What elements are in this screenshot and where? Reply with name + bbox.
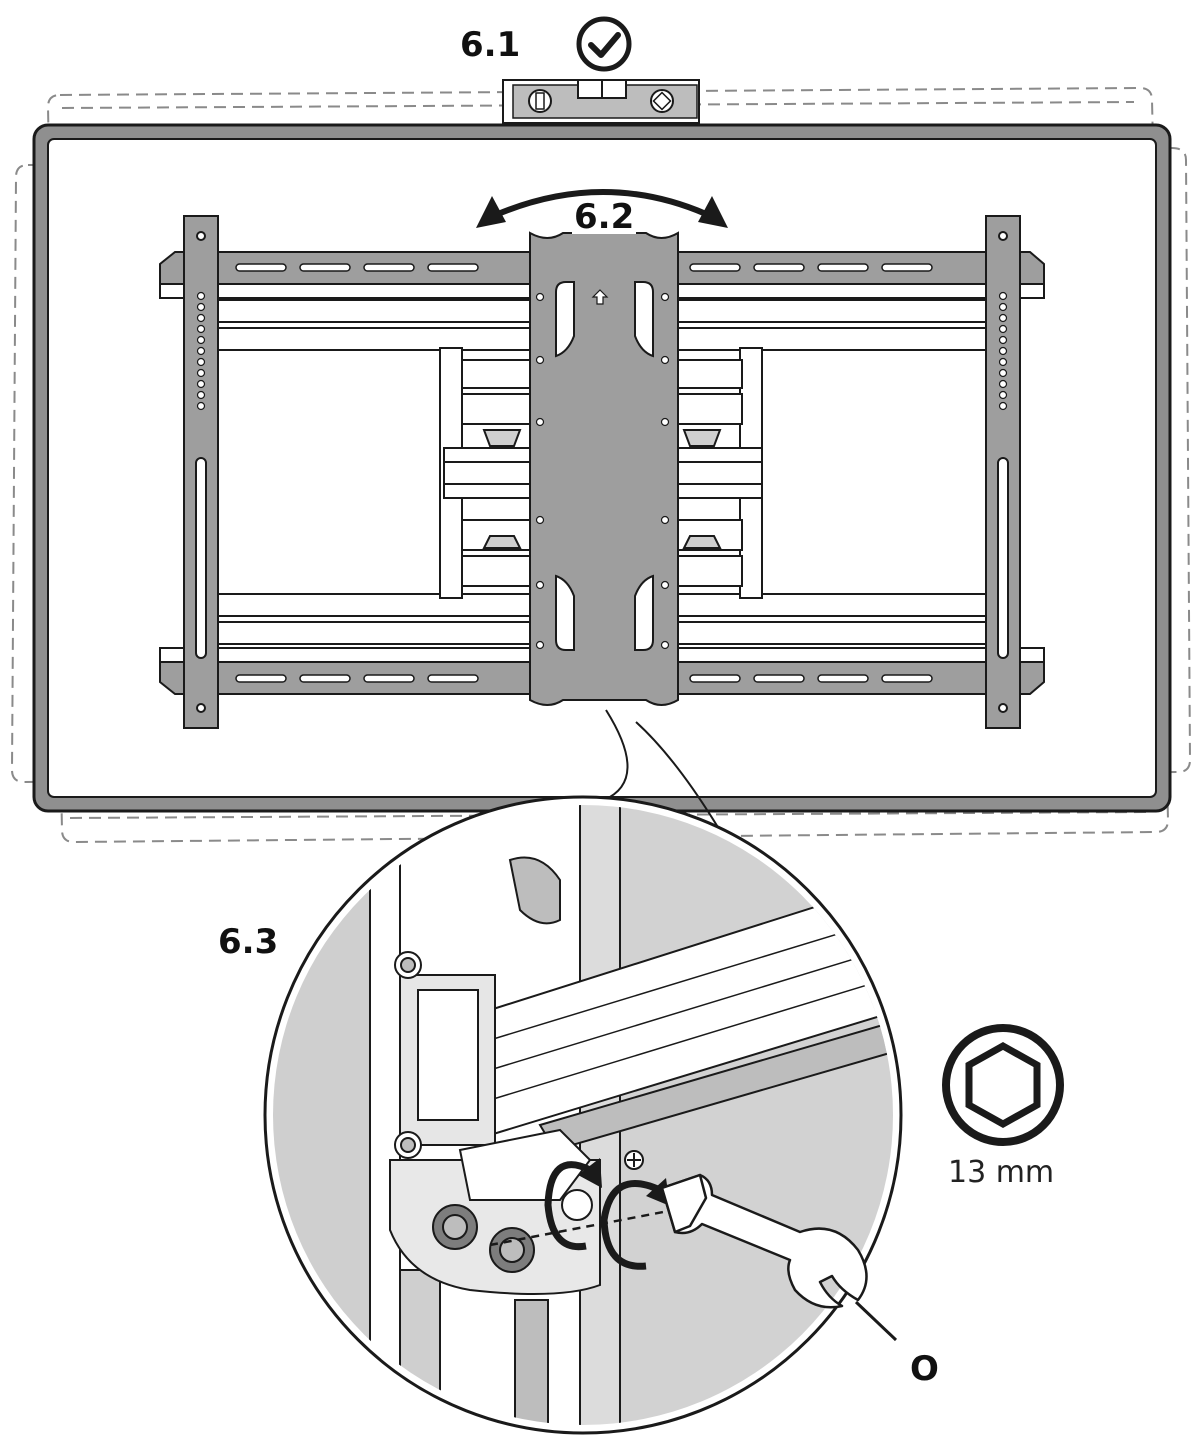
check-circle-icon bbox=[576, 16, 632, 72]
wall-mount-assembly bbox=[159, 215, 1045, 729]
bolt-middle bbox=[394, 1131, 422, 1159]
step-label-tilt: 6.2 bbox=[572, 197, 637, 237]
zoom-detail-circle bbox=[263, 795, 903, 1435]
wrench-icon bbox=[660, 1173, 898, 1342]
spirit-level-icon bbox=[502, 79, 700, 124]
step-label-tighten: 6.3 bbox=[218, 922, 279, 962]
tighten-rotation-arrows bbox=[544, 1161, 662, 1270]
tilt-outline-cw bbox=[10, 146, 1192, 784]
step-label-level: 6.1 bbox=[460, 25, 521, 65]
arrow-head-1 bbox=[578, 1158, 602, 1188]
vertical-bracket-right bbox=[985, 215, 1021, 729]
rotate-arrows-icon bbox=[476, 189, 728, 228]
bolt-top bbox=[394, 951, 422, 979]
part-letter-label: O bbox=[910, 1349, 939, 1389]
hex-socket-icon bbox=[942, 1024, 1064, 1146]
tilt-outline-ccw bbox=[46, 86, 1170, 844]
vertical-bracket-left bbox=[183, 215, 219, 729]
plus-icon bbox=[624, 1150, 644, 1170]
lock-nut-left bbox=[432, 1204, 478, 1250]
socket-size-label: 13 mm bbox=[948, 1155, 1055, 1190]
center-wall-plate bbox=[529, 231, 679, 706]
lock-nut-right bbox=[489, 1227, 535, 1273]
